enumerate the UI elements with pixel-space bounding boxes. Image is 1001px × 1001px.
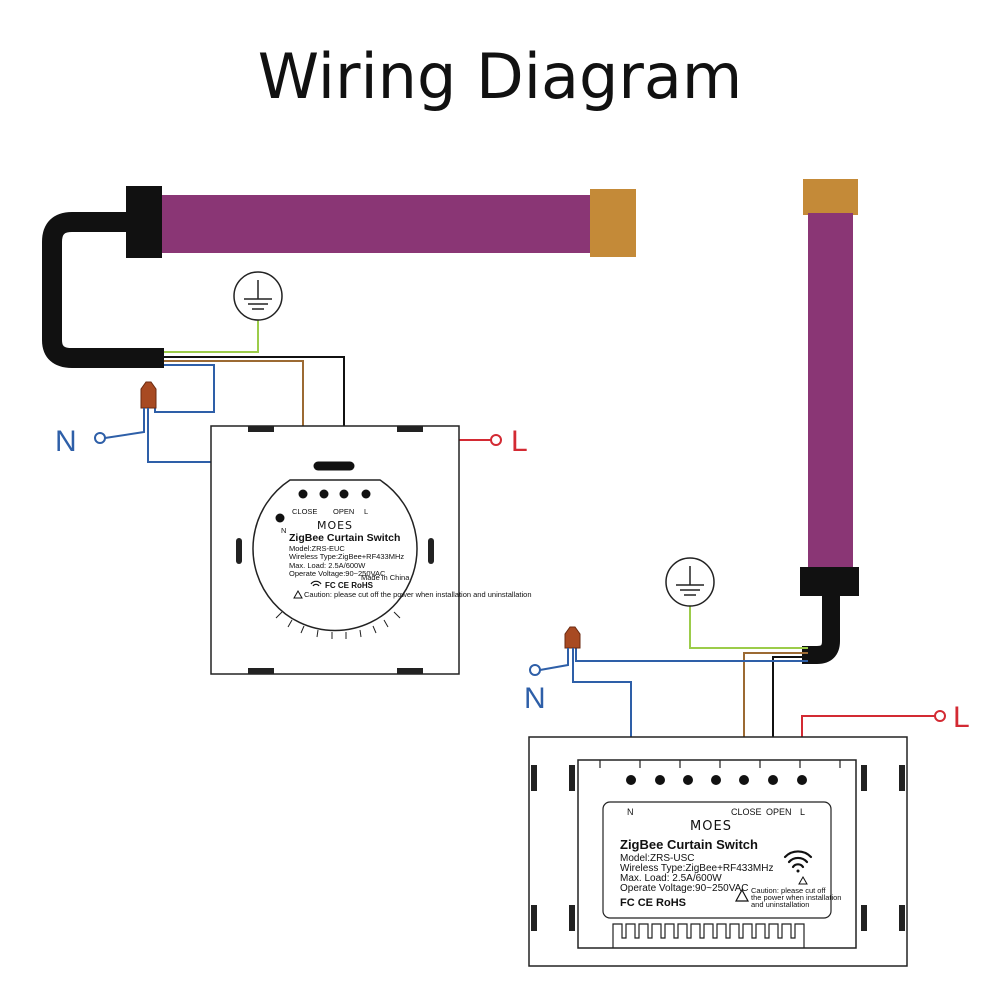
eu-wireless: Wireless Type:ZigBee+RF433MHz	[289, 552, 404, 561]
neutral-supply-wire-right	[539, 648, 569, 671]
eu-model: Model:ZRS-EUC	[289, 544, 345, 553]
us-label-neutral: N	[627, 807, 634, 817]
us-brand: MOES	[690, 819, 732, 834]
neutral-terminal-left	[94, 432, 106, 444]
us-label-open: OPEN	[766, 807, 792, 817]
motor-head-right	[800, 567, 859, 596]
us-label-panel	[602, 801, 832, 919]
us-terminal-blank-3	[711, 775, 721, 785]
close-wire-right	[743, 652, 808, 777]
eu-wifi-icon	[310, 580, 322, 587]
live-label-right: L	[953, 701, 970, 734]
eu-warning-icon	[293, 589, 303, 599]
us-terminal-live	[797, 775, 807, 785]
neutral-switch-wire-right	[572, 648, 632, 777]
live-terminal-left	[490, 434, 502, 446]
us-small-warning-icon	[798, 875, 808, 885]
eu-terminal-neutral	[275, 513, 285, 523]
us-wireless: Wireless Type:ZigBee+RF433MHz	[620, 863, 773, 874]
live-label-left: L	[511, 425, 528, 458]
us-caution-1: Caution: please cut off	[751, 886, 826, 895]
diagram-title: Wiring Diagram	[258, 40, 742, 113]
us-terminal-neutral	[626, 775, 636, 785]
curtain-rail-right	[808, 213, 853, 571]
us-label-live: L	[800, 807, 805, 817]
us-caution-2: the power when installation	[751, 893, 841, 902]
us-terminal-blank-2	[683, 775, 693, 785]
us-cert: FC CE RoHS	[620, 897, 686, 909]
module-fins	[275, 611, 401, 639]
eu-terminal-open	[339, 489, 349, 499]
eu-terminal-live	[361, 489, 371, 499]
eu-label-live: L	[364, 507, 368, 516]
us-warning-icon	[734, 888, 750, 902]
neutral-supply-wire-left	[104, 408, 145, 439]
eu-label-open: OPEN	[333, 507, 354, 516]
us-terminal-blank-1	[655, 775, 665, 785]
eu-voltage: Operate Voltage:90~250VAC	[289, 569, 386, 578]
us-voltage: Operate Voltage:90~250VAC	[620, 883, 749, 894]
left-assembly: N L CLOSE	[42, 186, 636, 675]
eu-label-close: CLOSE	[292, 507, 317, 516]
neutral-label-right: N	[524, 682, 546, 715]
us-curtain-switch: N CLOSE OPEN L MOES ZigBee Curtain Switc…	[528, 736, 908, 967]
neutral-terminal-right	[529, 664, 541, 676]
neutral-label-left: N	[55, 425, 77, 458]
us-terminal-close	[739, 775, 749, 785]
us-caution-3: and uninstallation	[751, 900, 809, 909]
earth-ground-icon	[233, 271, 283, 321]
motor-head-left	[126, 186, 162, 258]
eu-brand: MOES	[317, 519, 353, 532]
us-wifi-icon	[783, 850, 813, 873]
eu-max-load: Max. Load: 2.5A/600W	[289, 561, 366, 570]
motor-neutral-wire-left	[154, 364, 215, 413]
earth-wire-right	[689, 605, 808, 649]
us-terminal-open	[768, 775, 778, 785]
right-assembly: N L	[524, 179, 970, 967]
eu-terminal-blank	[319, 489, 329, 499]
earth-wire-left	[164, 320, 259, 353]
module-bottom-fins	[612, 923, 805, 948]
us-product: ZigBee Curtain Switch	[620, 837, 758, 852]
wire-connector-left	[140, 381, 157, 409]
earth-ground-icon	[665, 557, 715, 607]
curtain-rail-left	[158, 195, 593, 253]
wire-connector-right	[564, 626, 581, 649]
motor-cable-right	[802, 596, 840, 664]
eu-label-neutral: N	[281, 526, 286, 535]
eu-product: ZigBee Curtain Switch	[289, 532, 400, 544]
eu-cert: FC CE RoHS	[325, 581, 374, 590]
eu-terminal-close	[298, 489, 308, 499]
us-label-close: CLOSE	[731, 807, 762, 817]
us-max-load: Max. Load: 2.5A/600W	[620, 873, 722, 884]
motor-cable-left	[42, 212, 164, 368]
live-terminal-right	[934, 710, 946, 722]
us-model: Model:ZRS-USC	[620, 853, 694, 864]
module-top-notches	[599, 760, 841, 768]
rail-end-cap-left	[590, 189, 636, 257]
rail-end-cap-right	[803, 179, 858, 215]
eu-caution: Caution: please cut off the power when i…	[304, 590, 532, 599]
eu-curtain-switch: CLOSE OPEN L N MOES ZigBee Curtain Switc…	[210, 425, 532, 675]
eu-made-in: Made in China	[361, 573, 410, 582]
